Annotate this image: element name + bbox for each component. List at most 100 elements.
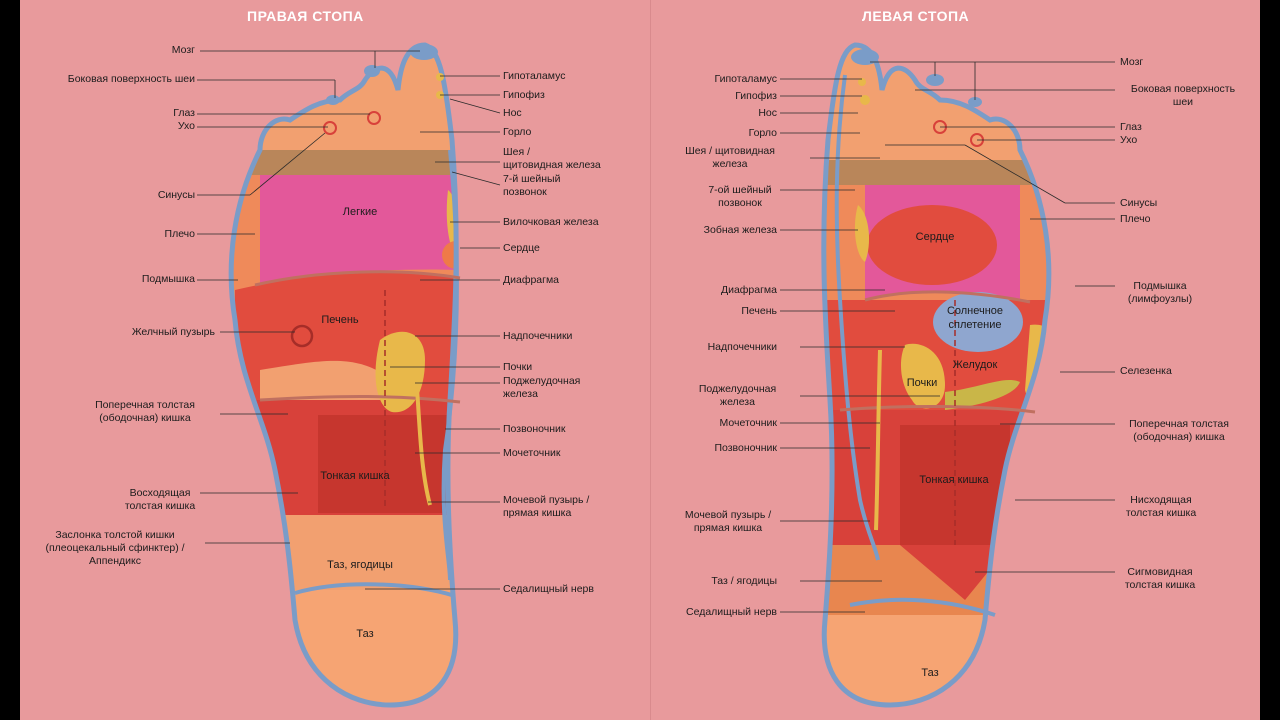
label-bladder-rectum-left: Мочевой пузырь / прямая кишка bbox=[668, 509, 788, 535]
left-foot-leaders-right bbox=[870, 61, 1115, 573]
label-eye: Глаз bbox=[173, 107, 195, 119]
label-line: позвонок bbox=[718, 197, 762, 209]
label-line: Поперечная толстая bbox=[95, 399, 195, 411]
label-line: Шея / bbox=[503, 146, 530, 158]
label-throat-left: Горло bbox=[748, 127, 777, 139]
label-diaphragm: Диафрагма bbox=[503, 274, 560, 286]
zone-line: сплетение bbox=[948, 319, 1002, 331]
label-line: Аппендикс bbox=[89, 555, 141, 567]
panel-divider bbox=[650, 0, 651, 720]
label-ureter-left: Мочеточник bbox=[719, 417, 777, 429]
label-line: 7-ой шейный bbox=[708, 184, 772, 196]
label-ascending-colon: Восходящая толстая кишка bbox=[110, 487, 210, 513]
label-transverse-colon-left: Поперечная толстая (ободочная) кишка bbox=[1118, 418, 1240, 444]
right-foot-leaders-right bbox=[365, 75, 501, 590]
zone-pelvis: Таз bbox=[356, 628, 374, 640]
label-neck-thyroid-left: Шея / щитовидная железа bbox=[655, 145, 805, 171]
zone-pelvis-glutes: Таз, ягодицы bbox=[327, 559, 393, 571]
label-sinuses-left: Синусы bbox=[1120, 197, 1158, 209]
label-line: (ободочная) кишка bbox=[1133, 431, 1225, 443]
right-foot bbox=[231, 45, 457, 705]
label-line: (ободочная) кишка bbox=[99, 412, 191, 424]
label-line: толстая кишка bbox=[1124, 579, 1196, 591]
label-line: позвонок bbox=[503, 186, 547, 198]
label-liver-left: Печень bbox=[741, 305, 777, 317]
label-shoulder: Плечо bbox=[164, 228, 195, 240]
label-line: толстая кишка bbox=[124, 500, 196, 512]
label-pancreas: Поджелудочная железа bbox=[503, 375, 580, 401]
label-line: Шея / щитовидная bbox=[685, 145, 775, 157]
label-line: (плеоцекальный сфинктер) / bbox=[45, 542, 185, 554]
label-sigmoid-colon: Сигмовидная толстая кишка bbox=[1116, 566, 1204, 592]
label-armpit: Подмышка bbox=[141, 273, 195, 285]
label-line: 7-й шейный bbox=[503, 173, 561, 185]
label-ileocecal-valve: Заслонка толстой кишки (плеоцекальный сф… bbox=[25, 529, 205, 568]
label-c7-vertebra: 7-й шейный позвонок bbox=[503, 173, 560, 199]
label-spine-left: Позвоночник bbox=[714, 442, 777, 454]
label-adrenal-left: Надпочечники bbox=[707, 341, 777, 353]
label-ureter: Мочеточник bbox=[503, 447, 561, 459]
label-ear-left: Ухо bbox=[1120, 134, 1138, 146]
label-hypothalamus: Гипоталамус bbox=[503, 70, 566, 82]
zone-small-intestine: Тонкая кишка bbox=[320, 470, 390, 482]
zone-solar-plexus: Солнечное сплетение bbox=[925, 304, 1025, 332]
label-hypothalamus-left: Гипоталамус bbox=[714, 73, 777, 85]
label-pituitary: Гипофиз bbox=[503, 89, 545, 101]
label-sinuses: Синусы bbox=[157, 189, 195, 201]
label-adrenal: Надпочечники bbox=[503, 330, 573, 342]
label-heart: Сердце bbox=[503, 242, 540, 254]
label-eye-left: Глаз bbox=[1120, 121, 1142, 133]
zone-stomach: Желудок bbox=[952, 359, 998, 371]
label-kidneys: Почки bbox=[503, 361, 533, 373]
left-foot-heading: ЛЕВАЯ СТОПА bbox=[862, 8, 970, 24]
label-diaphragm-left: Диафрагма bbox=[720, 284, 777, 296]
right-foot-heading: ПРАВАЯ СТОПА bbox=[247, 8, 364, 24]
label-line: Поперечная толстая bbox=[1129, 418, 1229, 430]
label-bladder-rectum: Мочевой пузырь / прямая кишка bbox=[503, 494, 589, 520]
label-c7-vertebra-left: 7-ой шейный позвонок bbox=[690, 184, 790, 210]
label-line: Заслонка толстой кишки bbox=[55, 529, 175, 541]
label-nose-left: Нос bbox=[758, 107, 777, 119]
label-transverse-colon: Поперечная толстая (ободочная) кишка bbox=[75, 399, 215, 425]
label-line: шеи bbox=[1172, 96, 1194, 108]
diagram-canvas: ПРАВАЯ СТОПА ЛЕВАЯ СТОПА bbox=[20, 0, 1260, 720]
label-line: железа bbox=[712, 158, 748, 170]
label-line: щитовидная железа bbox=[503, 159, 601, 171]
label-nose: Нос bbox=[503, 107, 522, 119]
label-brain: Мозг bbox=[171, 44, 195, 56]
label-line: Сигмовидная bbox=[1127, 566, 1193, 578]
label-brain-left: Мозг bbox=[1120, 56, 1144, 68]
label-spleen: Селезенка bbox=[1120, 365, 1172, 377]
label-armpit-lymph: Подмышка (лимфоузлы) bbox=[1110, 280, 1210, 306]
label-line: прямая кишка bbox=[503, 507, 572, 519]
label-line: Поджелудочная bbox=[698, 383, 777, 395]
label-line: Восходящая bbox=[129, 487, 191, 499]
label-pituitary-left: Гипофиз bbox=[735, 90, 777, 102]
label-pancreas-left: Поджелудочная железа bbox=[675, 383, 800, 409]
label-spine: Позвоночник bbox=[503, 423, 566, 435]
label-thymus: Вилочковая железа bbox=[503, 216, 599, 228]
label-line: Нисходящая bbox=[1130, 494, 1192, 506]
label-neck-thyroid: Шея / щитовидная железа bbox=[503, 146, 601, 172]
label-line: (лимфоузлы) bbox=[1127, 293, 1193, 305]
label-sciatic-nerve: Седалищный нерв bbox=[503, 583, 594, 595]
label-line: железа bbox=[720, 396, 755, 408]
label-shoulder-left: Плечо bbox=[1120, 213, 1151, 225]
label-gallbladder: Желчный пузырь bbox=[131, 326, 215, 338]
label-line: толстая кишка bbox=[1125, 507, 1197, 519]
zone-lungs: Легкие bbox=[342, 206, 378, 218]
label-line: железа bbox=[503, 388, 538, 400]
label-goiter-gland: Зобная железа bbox=[703, 224, 777, 236]
right-foot-leaders-left bbox=[197, 50, 420, 544]
zone-small-intestine-left: Тонкая кишка bbox=[919, 474, 989, 486]
left-foot-leaders-left bbox=[780, 78, 940, 613]
label-line: прямая кишка bbox=[693, 522, 763, 534]
zone-pelvis-left: Таз bbox=[921, 667, 939, 679]
label-line: Мочевой пузырь / bbox=[503, 494, 590, 506]
label-line: Боковая поверхность bbox=[1130, 83, 1236, 95]
label-sciatic-nerve-left: Седалищный нерв bbox=[686, 606, 777, 618]
feet-illustration bbox=[197, 42, 1115, 708]
label-ear: Ухо bbox=[177, 120, 195, 132]
label-neck-side-left: Боковая поверхность шеи bbox=[1118, 83, 1248, 109]
label-line: Мочевой пузырь / bbox=[684, 509, 772, 521]
